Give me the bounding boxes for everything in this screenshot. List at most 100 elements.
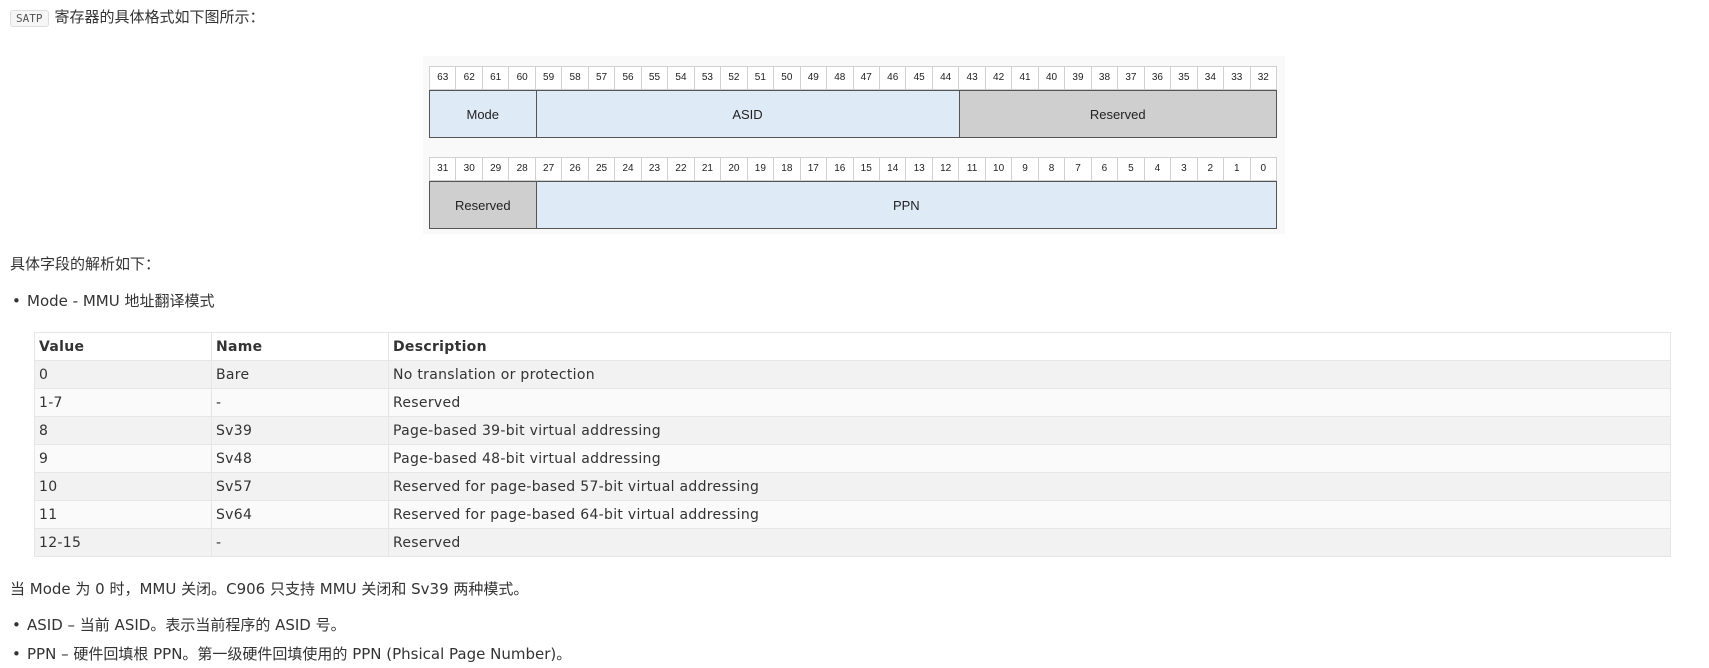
bit-number: 19 [746,157,774,181]
bit-number: 0 [1249,157,1277,181]
bit-number: 46 [878,66,906,90]
bit-number: 38 [1090,66,1118,90]
cell-description: No translation or protection [388,360,1671,389]
cell-value: 11 [34,500,212,529]
cell-name: Sv48 [211,444,389,473]
bullet-ppn: •PPN – 硬件回填根 PPN。第一级硬件回填使用的 PPN (Phsical… [12,643,571,665]
bit-number: 7 [1064,157,1091,181]
bit-number: 59 [534,66,562,90]
bit-number: 35 [1170,66,1197,90]
table-row: 1-7-Reserved [34,388,1671,417]
cell-value: 8 [34,416,212,445]
bullet-ppn-text: PPN – 硬件回填根 PPN。第一级硬件回填使用的 PPN (Phsical … [27,645,572,663]
bit-number: 16 [826,157,853,181]
bit-number: 31 [429,157,456,181]
bit-number: 28 [508,157,535,181]
cell-value: 1-7 [34,388,212,417]
bit-number: 49 [799,66,827,90]
bit-number: 25 [587,157,615,181]
bit-number: 50 [773,66,800,90]
cell-description: Page-based 39-bit virtual addressing [388,416,1671,445]
bit-number: 12 [931,157,959,181]
bit-number: 29 [481,157,509,181]
register-field-reserved: Reserved [958,90,1277,138]
header-value: Value [34,332,212,361]
bit-number: 3 [1170,157,1197,181]
bit-number: 20 [720,157,747,181]
cell-name: Sv64 [211,500,389,529]
bit-number: 54 [667,66,694,90]
bit-number: 5 [1117,157,1144,181]
bit-number: 63 [429,66,456,90]
bit-number: 36 [1143,66,1171,90]
bullet-mode-text: Mode - MMU 地址翻译模式 [27,292,215,310]
bit-number: 47 [852,66,879,90]
bit-number: 53 [693,66,721,90]
bit-number: 30 [455,157,482,181]
cell-value: 10 [34,472,212,501]
bit-number: 11 [958,157,985,181]
bit-number: 18 [773,157,800,181]
bit-number: 10 [984,157,1012,181]
bit-number: 44 [931,66,959,90]
bullet-mode: •Mode - MMU 地址翻译模式 [12,290,214,312]
bit-number: 43 [958,66,985,90]
bit-number: 13 [905,157,932,181]
bit-number: 55 [640,66,668,90]
bit-number: 48 [826,66,853,90]
bit-number: 9 [1011,157,1038,181]
bit-number: 33 [1223,66,1250,90]
bit-number: 1 [1223,157,1250,181]
bullet-dot-icon: • [12,616,21,634]
bit-number: 56 [614,66,641,90]
bit-number: 51 [746,66,774,90]
cell-value: 12-15 [34,528,212,557]
bit-number: 15 [852,157,879,181]
header-name: Name [211,332,389,361]
table-header-row: Value Name Description [34,332,1671,361]
bit-number: 22 [667,157,694,181]
bullet-asid: •ASID – 当前 ASID。表示当前程序的 ASID 号。 [12,614,346,636]
cell-name: Bare [211,360,389,389]
cell-name: - [211,388,389,417]
cell-name: Sv39 [211,416,389,445]
bit-number: 58 [561,66,588,90]
cell-description: Reserved for page-based 57-bit virtual a… [388,472,1671,501]
cell-value: 9 [34,444,212,473]
bit-number: 8 [1037,157,1065,181]
register-field-reserved: Reserved [429,181,536,229]
register-field-mode: Mode [429,90,536,138]
register-field-asid: ASID [535,90,959,138]
bit-number: 57 [587,66,615,90]
mode-note: 当 Mode 为 0 时，MMU 关闭。C906 只支持 MMU 关闭和 Sv3… [10,580,529,598]
satp-code: SATP [10,10,49,27]
bit-number: 24 [614,157,641,181]
table-row: 12-15-Reserved [34,528,1671,557]
bit-number: 32 [1249,66,1277,90]
cell-description: Reserved for page-based 64-bit virtual a… [388,500,1671,529]
register-field-ppn: PPN [535,181,1277,229]
bit-number: 60 [508,66,535,90]
bit-number: 21 [693,157,721,181]
bit-number: 17 [799,157,827,181]
cell-name: - [211,528,389,557]
bit-number: 23 [640,157,668,181]
bit-number: 42 [984,66,1012,90]
bit-number: 27 [534,157,562,181]
bit-number: 52 [720,66,747,90]
parse-heading: 具体字段的解析如下： [10,255,161,273]
bit-number: 26 [561,157,588,181]
bit-number: 62 [455,66,482,90]
